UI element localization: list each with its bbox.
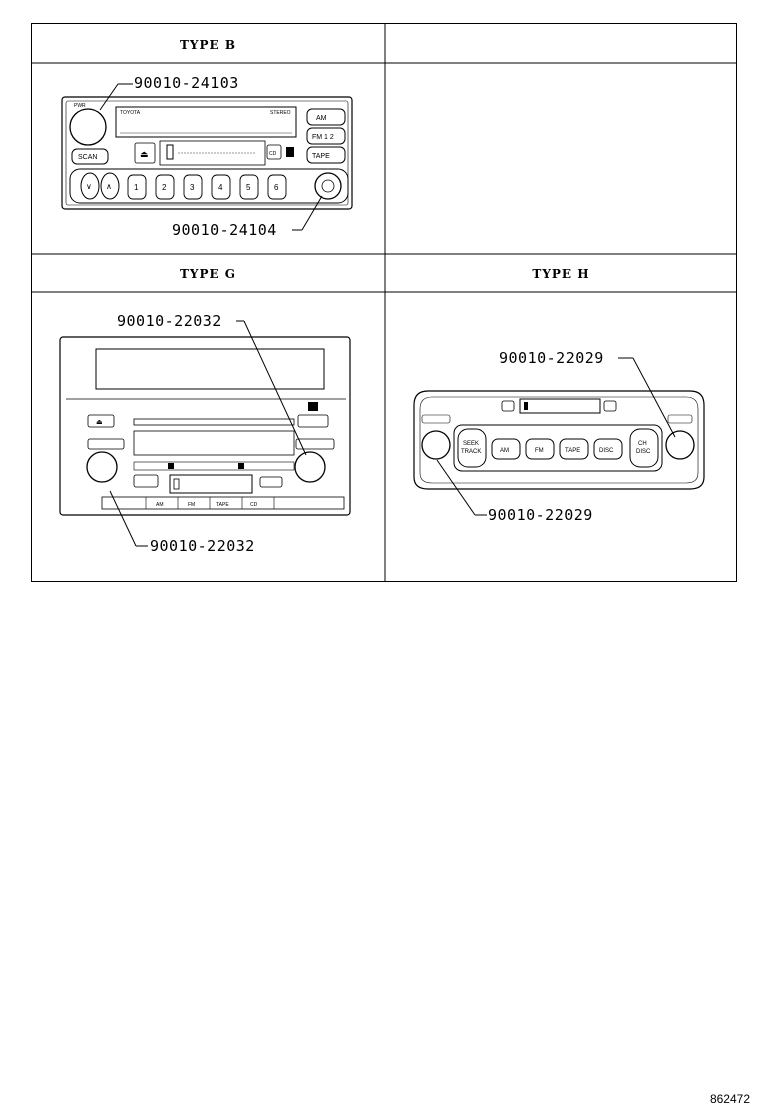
svg-text:SEEK: SEEK <box>463 441 479 447</box>
svg-text:⏏: ⏏ <box>96 419 103 426</box>
type-b-part-number-1: 90010-24103 <box>134 74 239 92</box>
svg-text:TOYOTA: TOYOTA <box>120 110 141 116</box>
am-button-label: AM <box>316 115 327 122</box>
type-b-part-number-2: 90010-24104 <box>172 221 277 239</box>
svg-text:2: 2 <box>162 183 167 192</box>
type-g-radio-illustration: ⏏ AM FM TAPE CD <box>59 336 351 516</box>
svg-text:4: 4 <box>218 183 223 192</box>
g-am-label: AM <box>156 502 164 508</box>
table-grid <box>31 23 737 582</box>
type-b-radio-illustration: PWR TOYOTA STEREO ⏏ CD AM FM 1 2 TAPE SC… <box>61 96 353 210</box>
svg-text:∨: ∨ <box>86 182 92 191</box>
svg-text:1: 1 <box>134 183 139 192</box>
type-b-leaders <box>99 83 323 231</box>
svg-text:⏏: ⏏ <box>140 149 149 159</box>
tape-button-label: TAPE <box>312 153 330 160</box>
svg-text:PWR: PWR <box>74 103 86 109</box>
type-h-part-number-2: 90010-22029 <box>488 506 593 524</box>
g-cd-label: CD <box>250 502 258 508</box>
svg-text:TAPE: TAPE <box>565 448 580 454</box>
type-g-leaders <box>109 320 307 547</box>
type-g-part-number-1: 90010-22032 <box>117 312 222 330</box>
svg-text:TRACK: TRACK <box>461 449 481 455</box>
cd-button-label: CD <box>269 151 277 157</box>
fm-button-label: FM 1 2 <box>312 134 334 141</box>
preset-buttons: 1 2 3 4 5 6 <box>127 174 287 200</box>
svg-text:STEREO: STEREO <box>270 110 291 116</box>
type-g-part-number-2: 90010-22032 <box>150 537 255 555</box>
svg-text:DISC: DISC <box>599 448 614 454</box>
g-fm-label: FM <box>188 502 195 508</box>
g-tape-label: TAPE <box>216 502 229 508</box>
parts-table <box>31 23 737 582</box>
svg-text:∧: ∧ <box>106 182 112 191</box>
scan-button-label: SCAN <box>78 154 97 161</box>
svg-text:FM: FM <box>535 448 544 454</box>
svg-text:3: 3 <box>190 183 195 192</box>
svg-text:6: 6 <box>274 183 279 192</box>
svg-text:CH: CH <box>638 441 647 447</box>
svg-text:DISC: DISC <box>636 449 651 455</box>
type-h-radio-illustration: SEEK TRACK CH DISC AM FM TAPE DISC <box>413 390 705 490</box>
tune-knob <box>314 172 342 200</box>
type-h-header: TYPE H <box>532 267 590 281</box>
type-b-header: TYPE B <box>180 38 236 52</box>
type-g-header: TYPE G <box>179 267 237 281</box>
drawing-id: 862472 <box>709 1092 750 1106</box>
type-h-leaders <box>436 357 676 516</box>
svg-text:AM: AM <box>500 448 509 454</box>
svg-text:5: 5 <box>246 183 251 192</box>
power-volume-knob <box>69 108 107 146</box>
type-h-part-number-1: 90010-22029 <box>499 349 604 367</box>
